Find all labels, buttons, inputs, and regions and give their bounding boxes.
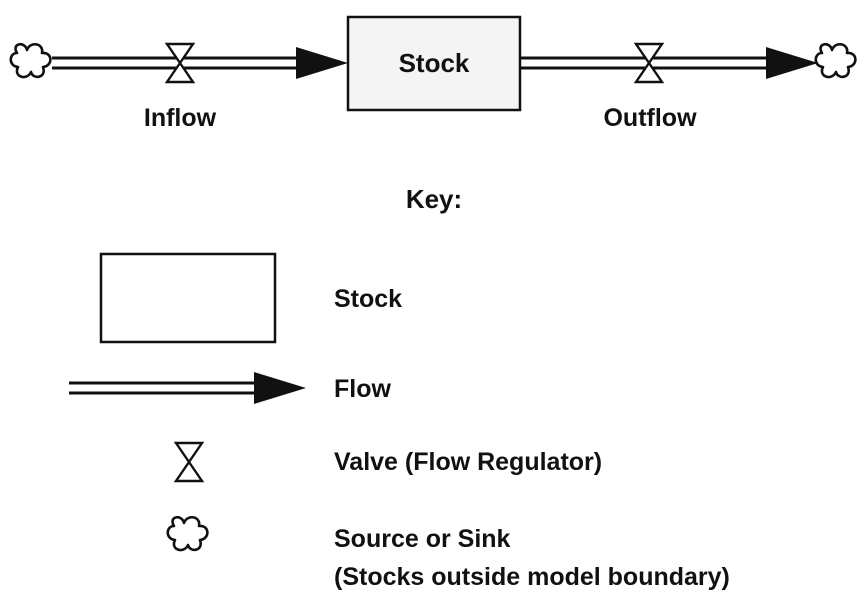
inflow-valve-icon: [165, 42, 195, 84]
sink-cloud-icon: [814, 42, 857, 79]
outflow-label: Outflow: [603, 104, 697, 132]
key-source-sink-label: Source or Sink: [334, 525, 511, 553]
inflow-label: Inflow: [143, 104, 217, 132]
key-stock-label: Stock: [334, 285, 403, 313]
key-title: Key:: [405, 184, 463, 214]
stock-box: [346, 15, 522, 112]
key-valve-icon: [174, 441, 204, 483]
key-flow-arrow: [69, 372, 306, 404]
source-cloud-icon: [9, 42, 52, 79]
key-stock-box: [99, 252, 277, 344]
key-cloud-icon: [166, 515, 209, 552]
inflow-pipe: [52, 47, 348, 79]
outflow-valve-icon: [634, 42, 664, 84]
outflow-pipe: [520, 47, 818, 79]
key-source-sink-note: (Stocks outside model boundary): [334, 563, 730, 591]
key-flow-label: Flow: [334, 375, 391, 403]
stock-label: Stock: [398, 48, 470, 78]
key-valve-label: Valve (Flow Regulator): [334, 448, 603, 476]
